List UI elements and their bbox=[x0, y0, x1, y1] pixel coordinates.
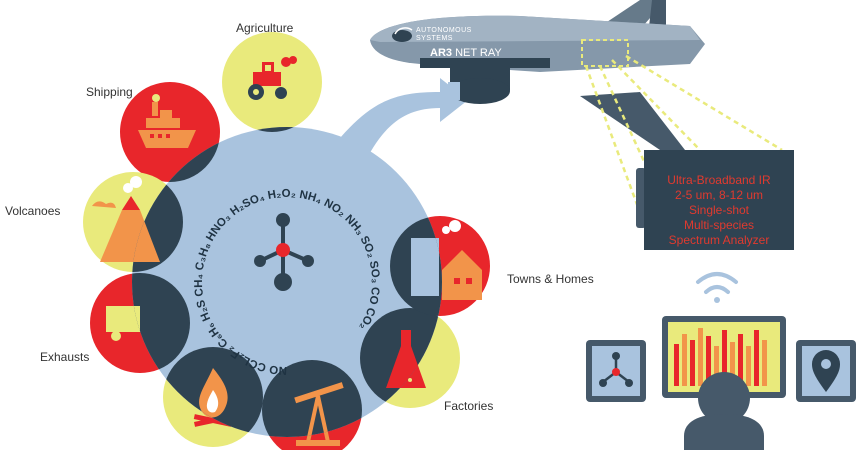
aircraft: AUTONOMOUS SYSTEMS AR3 NET RAY bbox=[370, 0, 705, 150]
sensor-line4: Multi-species bbox=[684, 218, 754, 232]
molecule-small-icon bbox=[599, 352, 633, 387]
label-agriculture: Agriculture bbox=[236, 21, 294, 35]
aircraft-brand-line1: AUTONOMOUS bbox=[416, 27, 472, 34]
ship-icon bbox=[138, 94, 196, 148]
person-icon bbox=[684, 372, 764, 450]
aircraft-name: AR3 NET RAY bbox=[430, 47, 502, 59]
sensor-line3: Single-shot bbox=[689, 203, 750, 217]
monitoring-station bbox=[586, 316, 856, 450]
spectrum-analyzer-box: Ultra-Broadband IR 2-5 um, 8-12 um Singl… bbox=[636, 150, 794, 250]
sensor-beam bbox=[584, 54, 783, 219]
tractor-icon bbox=[248, 56, 297, 100]
bar-chart-icon bbox=[674, 328, 767, 386]
sensor-line5: Spectrum Analyzer bbox=[669, 233, 770, 247]
map-pin-icon bbox=[812, 350, 840, 392]
agriculture-node bbox=[222, 32, 322, 132]
sensor-line2: 2-5 um, 8-12 um bbox=[675, 188, 763, 202]
label-factories: Factories bbox=[444, 399, 493, 413]
label-shipping: Shipping bbox=[86, 85, 133, 99]
wifi-icon bbox=[696, 272, 738, 303]
molecule-icon bbox=[254, 213, 314, 291]
aircraft-brand-line2: SYSTEMS bbox=[416, 35, 453, 42]
shipping-node bbox=[120, 82, 220, 182]
sensor-line1: Ultra-Broadband IR bbox=[667, 173, 771, 187]
label-exhausts: Exhausts bbox=[40, 350, 89, 364]
label-volcanoes: Volcanoes bbox=[5, 204, 60, 218]
label-towns-homes: Towns & Homes bbox=[507, 272, 594, 286]
